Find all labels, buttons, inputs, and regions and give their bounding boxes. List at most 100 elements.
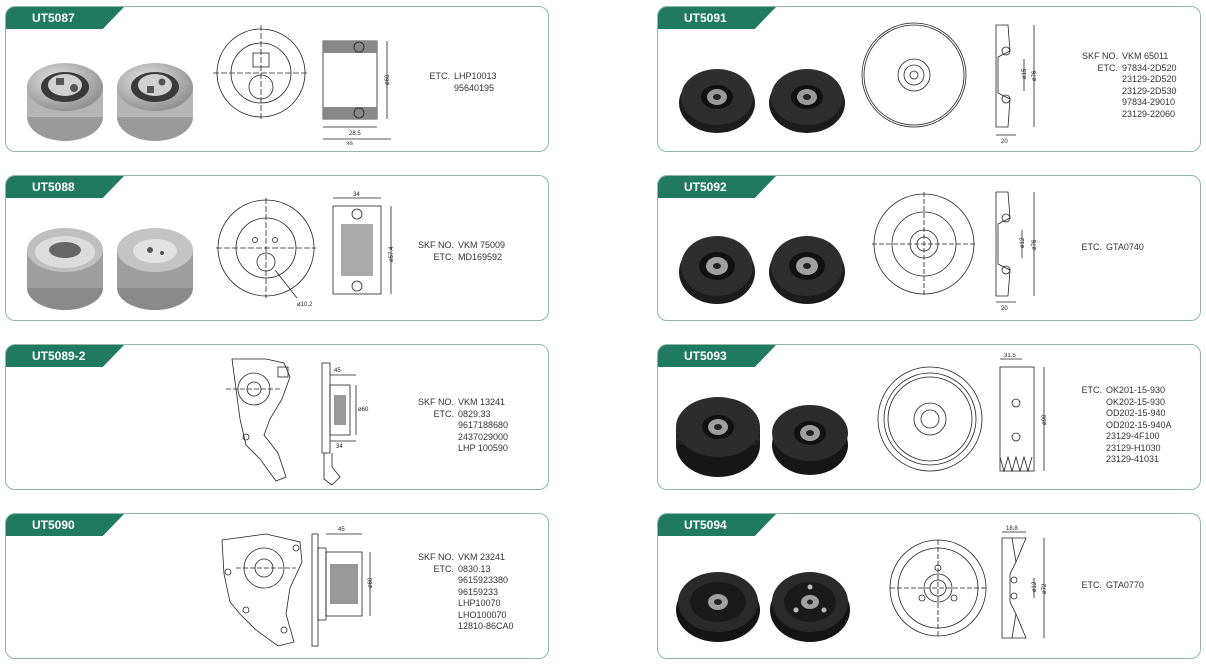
product-photo (679, 236, 845, 304)
ref-value: OK201-15-930 (1106, 385, 1166, 395)
ref-value: OD202-15-940 (1106, 408, 1166, 418)
ref-key: ETC. (433, 251, 454, 262)
product-photo (27, 63, 193, 141)
technical-drawing: ø60 28.5 39 (213, 25, 391, 145)
ref-value: 23129-41031 (1106, 454, 1160, 464)
dimension-label: ø12 (1032, 581, 1038, 592)
ref-value: LHP10013 (454, 71, 497, 81)
ref-value: 95640195 (454, 82, 495, 93)
ref-value: OD202-15-940A (1106, 419, 1172, 430)
dimension-label: 20 (1001, 306, 1008, 312)
dimension-label: 45 (334, 368, 341, 374)
ref-key: SKF NO. (417, 397, 454, 407)
product-card-ut5091: UT5091 ø15 ø76 20 SKF NO. VKM 65011 ETC. 9… (657, 6, 1201, 152)
ref-key: ETC. (1081, 580, 1102, 590)
dimension-label: ø15 (1022, 68, 1028, 79)
dimension-label: ø60 (385, 74, 391, 85)
ref-key: ETC. (429, 71, 450, 81)
ref-value: 2437029000 (458, 431, 509, 442)
product-card-ut5087: UT5087 ø60 28.5 39 (5, 6, 549, 152)
cross-reference-list: SKF NO. VKM 65011 ETC. 97834-2D520 23129-2… (1058, 51, 1177, 120)
ref-value: LHP10070 (458, 598, 501, 608)
product-code-tag: UT5089-2 (6, 345, 124, 367)
dimension-label: 28.5 (349, 131, 361, 137)
dimension-label: ø90 (1042, 414, 1048, 425)
technical-drawing: ø12 ø76 20 (872, 191, 1038, 312)
product-card-ut5092: UT5092 ø12 ø76 20 ETC. GTA0740 (657, 175, 1201, 321)
ref-value: LHP 100590 (458, 443, 508, 453)
ref-value: LHO100070 (458, 609, 507, 620)
ref-value: 23129-2D530 (1122, 85, 1177, 96)
dimension-label: 18.8 (1006, 526, 1018, 532)
cross-reference-list: ETC. OK201-15-930 OK202-15-930 OD202-15-9… (1058, 385, 1172, 466)
ref-value: VKM 75009 (458, 240, 506, 250)
dimension-label: 39 (346, 142, 353, 145)
ref-value: 23129-H1030 (1106, 442, 1161, 453)
dimension-label: 34 (353, 192, 360, 198)
ref-value: 97834-2D520 (1122, 62, 1177, 73)
product-code-tag: UT5094 (658, 514, 776, 536)
product-code-tag: UT5091 (658, 7, 776, 29)
technical-drawing: 45 ø60 (221, 527, 374, 647)
ref-value: 9617188680 (458, 420, 509, 430)
ref-key: ETC. (433, 408, 454, 419)
dimension-label: ø12 (1020, 237, 1026, 248)
ref-key: ETC. (1097, 62, 1118, 73)
ref-value: 0829.33 (458, 408, 491, 419)
product-card-ut5094: UT5094 18.8 ø12 ø72 ETC. (657, 513, 1201, 659)
ref-value: MD169592 (458, 251, 503, 262)
product-photo (679, 69, 845, 133)
ref-value: OK202-15-930 (1106, 396, 1166, 407)
product-code-tag: UT5087 (6, 7, 124, 29)
dimension-label: ø76 (1032, 239, 1038, 250)
cross-reference-list: ETC. LHP10013 95640195 (406, 71, 497, 94)
technical-drawing: 45 ø60 34 (226, 358, 369, 486)
ref-key: SKF NO. (1081, 51, 1118, 61)
product-card-ut5093: UT5093 31.5 ø90 ETC. OK201-15-930 OK202-1… (657, 344, 1201, 490)
ref-value: 96159233 (458, 586, 499, 597)
dimension-label: 45 (338, 527, 345, 533)
ref-value: 0830.13 (458, 563, 491, 574)
ref-value: 23129-22060 (1122, 108, 1176, 119)
ref-value: 12810-86CA0 (458, 621, 514, 631)
cross-reference-list: SKF NO. VKM 75009 ETC. MD169592 (394, 240, 505, 263)
dimension-label: ø57.4 (389, 246, 395, 262)
dimension-label: ø72 (1042, 583, 1048, 594)
ref-key: ETC. (1081, 242, 1102, 252)
product-photo (676, 572, 850, 642)
ref-value: VKM 23241 (458, 552, 506, 562)
ref-key: ETC. (433, 563, 454, 574)
product-card-ut5089-2: UT5089-2 45 ø60 34 SKF NO. VKM 13241 ETC.… (5, 344, 549, 490)
ref-value: 97834-29010 (1122, 97, 1176, 107)
technical-drawing: ø15 ø76 20 (861, 22, 1038, 145)
technical-drawing: 34 ø57.4 ø10.2 (216, 192, 395, 308)
ref-value: VKM 13241 (458, 397, 506, 407)
ref-value: 9615923380 (458, 575, 509, 585)
ref-value: VKM 65011 (1122, 51, 1169, 61)
product-code-tag: UT5088 (6, 176, 124, 198)
product-code-tag: UT5093 (658, 345, 776, 367)
ref-key: SKF NO. (417, 552, 454, 562)
product-photo (676, 397, 848, 477)
dimension-label: ø76 (1032, 70, 1038, 81)
technical-drawing: 31.5 ø90 (877, 353, 1048, 473)
product-card-ut5088: UT5088 34 ø57.4 ø10.2 SKF NO.VKM 75009 E (5, 175, 549, 321)
ref-key: ETC. (1081, 385, 1102, 395)
cross-reference-list: SKF NO.VKM 13241 ETC.0829.33 9617188680 … (394, 397, 508, 455)
dimension-label: 31.5 (1004, 353, 1016, 359)
ref-value: 23129-4F100 (1106, 431, 1160, 441)
ref-key: SKF NO. (417, 240, 454, 250)
technical-drawing: 18.8 ø12 ø72 (889, 526, 1048, 639)
product-code-tag: UT5092 (658, 176, 776, 198)
product-card-ut5090: UT5090 45 ø60 SKF NO. VKM 23241 ETC. 0830.… (5, 513, 549, 659)
cross-reference-list: ETC. GTA0770 (1058, 580, 1144, 592)
ref-value: 23129-2D520 (1122, 74, 1177, 84)
ref-value: GTA0770 (1106, 580, 1144, 590)
dimension-label: ø10.2 (297, 302, 313, 308)
dimension-label: ø60 (358, 407, 369, 413)
ref-value: GTA0740 (1106, 242, 1144, 252)
product-code-tag: UT5090 (6, 514, 124, 536)
dimension-label: 20 (1001, 139, 1008, 145)
dimension-label: ø60 (368, 577, 374, 588)
dimension-label: 34 (336, 444, 343, 450)
